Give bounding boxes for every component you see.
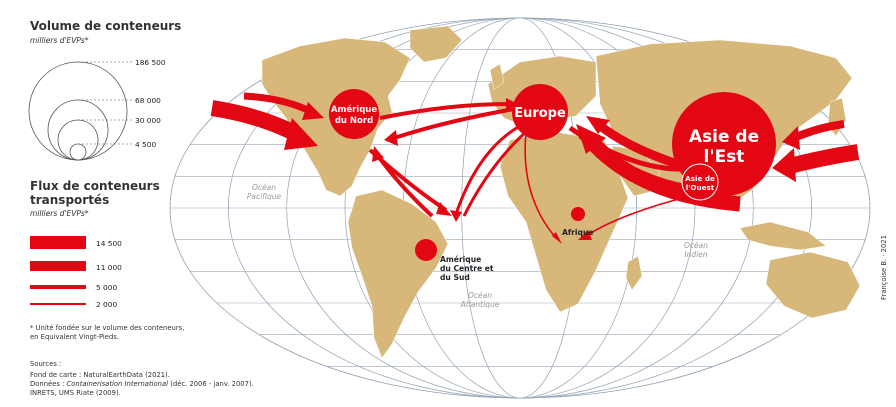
flow-northamerica-europe-head	[506, 98, 518, 110]
flow-europe-northamerica	[393, 106, 521, 140]
land-uk	[489, 63, 505, 91]
flow-europe-northamerica-head	[384, 130, 398, 146]
sources-line-3: INRETS, UMS Riate (2009).	[30, 389, 121, 397]
legend-footnote-2: en Equivalent Vingt-Pieds.	[30, 333, 119, 341]
legend-flux-value-1: 14 500	[96, 239, 122, 248]
land-south-america	[347, 189, 449, 359]
sources: Sources : Fond de carte : NaturalEarthDa…	[30, 360, 254, 397]
legend-flows: Flux de conteneurs transportés milliers …	[30, 179, 184, 341]
circle-south-america	[415, 239, 437, 261]
circle-north-america	[329, 89, 379, 139]
ocean-atlantic-l1: Océan	[468, 291, 492, 300]
flow-northamerica-europe	[379, 102, 509, 120]
label-south-america-l3: du Sud	[440, 273, 470, 282]
sources-line-2: Données : Containerisation International…	[30, 380, 254, 388]
legend-volume-unit: milliers d'EVPs*	[30, 36, 89, 45]
land-indonesia	[739, 221, 827, 251]
legend-flux-bar-11000	[30, 261, 86, 271]
circle-europe	[512, 84, 568, 140]
flow-southamerica-northamerica	[376, 154, 434, 218]
flow-europe-southamerica-2	[462, 128, 530, 217]
legend-flux-value-3: 5 000	[96, 283, 117, 292]
legend-flux-bar-2000	[30, 303, 86, 305]
label-east-asia-l2: l'Est	[704, 147, 745, 167]
flow-transpacific-east-2-head	[782, 126, 800, 150]
flow-transpacific-east-1-head	[772, 148, 796, 182]
legend-volume-value-3: 30 000	[135, 116, 161, 125]
flow-southamerica-northamerica-head	[372, 146, 384, 162]
flow-northamerica-southamerica-1-head	[436, 202, 452, 216]
ocean-pacific-l1: Océan	[252, 183, 276, 192]
legend-circle-30000	[57, 119, 99, 161]
legend-flux-value-4: 2 000	[96, 300, 117, 309]
label-north-america-l2: du Nord	[335, 116, 373, 126]
legend-volume-value-4: 4 500	[135, 140, 156, 149]
label-europe: Europe	[514, 106, 566, 121]
ocean-indian-l2: Indien	[684, 250, 707, 259]
ocean-pacific-l2: Pacifique	[247, 192, 282, 201]
legend-circle-186500	[28, 61, 128, 161]
legend-footnote-1: * Unité fondée sur le volume des contene…	[30, 324, 184, 332]
legend-flux-title-1: Flux de conteneurs	[30, 179, 160, 193]
land-madagascar	[625, 255, 643, 291]
flow-asia-europe-2-head	[586, 116, 610, 134]
sources-label: Sources :	[30, 360, 61, 368]
ocean-indian-l1: Océan	[684, 241, 708, 250]
flow-europe-southamerica-1	[454, 124, 521, 215]
label-west-asia-l2: l'Ouest	[686, 183, 715, 192]
legend-flux-bar-5000	[30, 285, 86, 289]
circle-africa	[571, 207, 585, 221]
label-east-asia-l1: Asie de	[689, 127, 759, 147]
legend-volume-value-2: 68 000	[135, 96, 161, 105]
legend-volume: Volume de conteneurs milliers d'EVPs* 18…	[28, 19, 181, 161]
sources-line-1: Fond de carte : NaturalEarthData (2021).	[30, 371, 170, 379]
flow-europe-africa-1-head	[552, 232, 562, 244]
svg-text:Asie del'Est: Asie del'Est	[689, 127, 759, 167]
legend-circle-68000	[47, 99, 109, 161]
flow-asia-africa	[585, 195, 691, 237]
label-africa: Afrique	[562, 228, 594, 237]
land-greenland	[409, 25, 463, 63]
legend-volume-title: Volume de conteneurs	[30, 19, 181, 33]
label-north-america-l1: Amérique	[331, 104, 377, 115]
label-south-america-l1: Amérique	[440, 255, 481, 264]
legend-flux-value-2: 11 000	[96, 263, 122, 272]
flow-europe-africa-1	[524, 131, 557, 239]
flow-asia-africa-head	[578, 230, 592, 240]
flow-transpacific-west-2-head	[302, 102, 324, 120]
legend-flux-unit: milliers d'EVPs*	[30, 209, 89, 218]
legend-flux-title-2: transportés	[30, 193, 109, 207]
map-credit: Françoise B. · 2021	[880, 235, 888, 300]
legend-circle-4500	[69, 143, 87, 161]
legend-volume-value-1: 186 500	[135, 58, 166, 67]
flow-europe-southamerica-1-head	[450, 210, 462, 222]
ocean-atlantic-l2: Atlantique	[460, 300, 500, 309]
label-west-asia-l1: Asie de	[685, 174, 715, 183]
flow-transpacific-west-1-head	[284, 118, 318, 150]
svg-text:Asie del'Ouest: Asie del'Ouest	[685, 174, 715, 192]
flow-transpacific-east-1	[787, 144, 860, 174]
label-south-america-l2: du Centre et	[440, 264, 494, 273]
legend-flux-bar-14500	[30, 236, 86, 249]
volume-circles	[329, 84, 776, 261]
land-australia	[765, 251, 861, 319]
circle-west-asia	[681, 163, 719, 201]
